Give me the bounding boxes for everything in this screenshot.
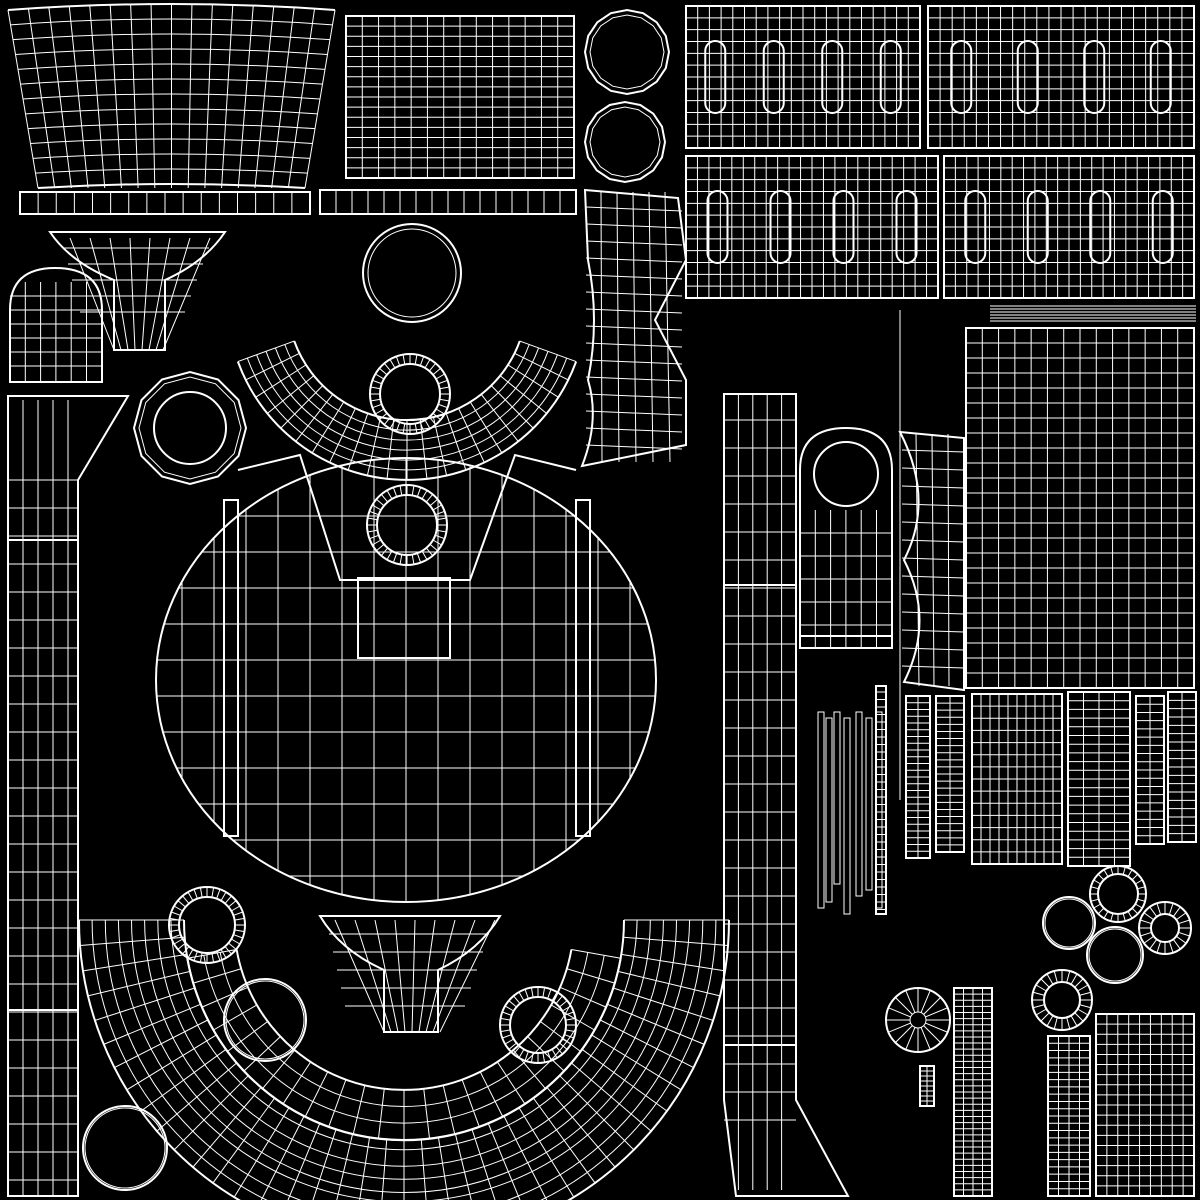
thin-strips xyxy=(817,685,887,915)
ring-center-1 xyxy=(369,353,451,435)
grid-lr-9 xyxy=(1095,1013,1195,1197)
square-base-strip xyxy=(319,189,577,215)
grid-small-stub xyxy=(919,1065,935,1107)
ring-center-2 xyxy=(366,484,448,566)
square-grid-island xyxy=(345,15,575,179)
neck-strip-right xyxy=(723,393,850,1197)
ring-left xyxy=(132,370,248,486)
grid-lr-5 xyxy=(1135,695,1165,845)
ring-bottom-1 xyxy=(168,886,246,964)
grid-lr-7 xyxy=(953,987,993,1197)
thin-strip-bundle xyxy=(990,305,1196,322)
cup-island xyxy=(48,231,227,351)
ring-lr-4 xyxy=(1138,901,1192,955)
horseshoe-rings xyxy=(362,223,462,323)
grid-lr-6 xyxy=(1167,691,1197,843)
circle-lr-2 xyxy=(1042,896,1096,950)
circle-bottom-2 xyxy=(223,978,307,1062)
slotted-panel-2 xyxy=(927,5,1195,149)
grid-lr-8 xyxy=(1047,1035,1091,1197)
wavy-sheet-island xyxy=(898,310,965,800)
neck-strip-left xyxy=(7,395,130,1197)
ring-top-1 xyxy=(583,8,671,96)
grid-lr-4 xyxy=(1067,691,1131,867)
uv-wireframe xyxy=(7,3,1197,1200)
ring-top-2 xyxy=(583,100,667,184)
slotted-panel-3 xyxy=(685,155,939,299)
grid-lr-1 xyxy=(905,695,931,859)
outer-arc-island xyxy=(78,919,730,1200)
fan-base-strip xyxy=(19,191,311,215)
arch-island xyxy=(9,266,103,383)
stretched-sheet-island xyxy=(965,327,1195,689)
ring-lr-1 xyxy=(1089,865,1147,923)
stretched-vertical-island xyxy=(580,188,688,468)
slotted-panel-1 xyxy=(685,5,921,149)
grid-lr-2 xyxy=(935,695,965,853)
keyhole-island xyxy=(799,426,893,649)
horseshoe-top xyxy=(236,340,578,481)
slotted-panel-4 xyxy=(943,155,1195,299)
circle-lr-3 xyxy=(1086,926,1144,984)
ring-lr-5 xyxy=(1031,969,1093,1031)
ring-bottom-3 xyxy=(499,986,577,1064)
inner-arc-island xyxy=(186,949,622,1142)
cup-center-island xyxy=(318,915,502,1033)
spoke-disc-island xyxy=(885,987,951,1053)
grid-lr-3 xyxy=(971,693,1063,865)
fan-wedge-island xyxy=(7,3,336,189)
body-disc-island xyxy=(155,453,657,903)
small-disc-bottom xyxy=(82,1105,168,1191)
